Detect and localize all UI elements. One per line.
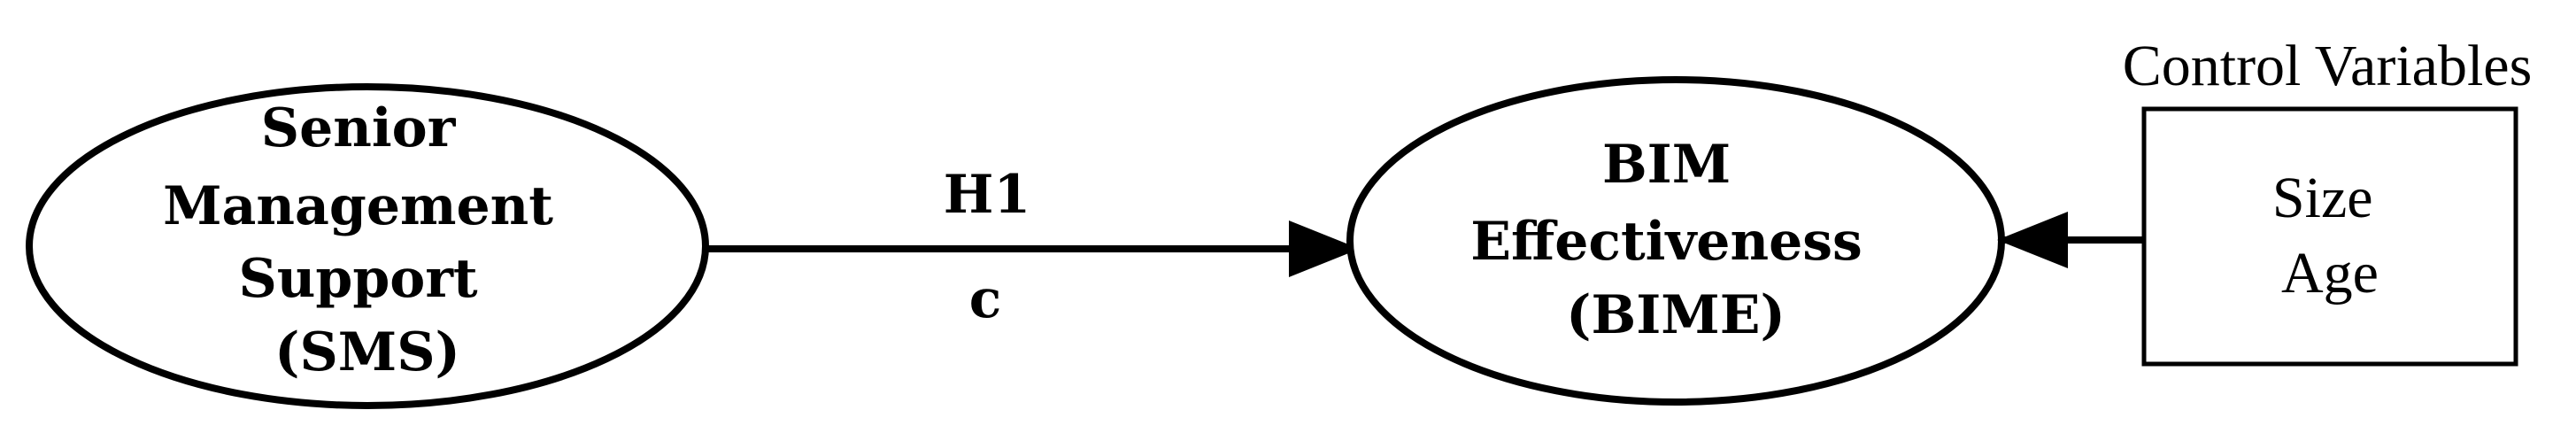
sms-construct: Senior Management Support (SMS) (26, 83, 709, 409)
sms-label-line-2: Management (163, 175, 553, 237)
bime-construct: BIM Effectiveness (BIME) (1346, 76, 2005, 406)
svg-text:Size Age: Size Age (2272, 166, 2387, 306)
h1-label: H1 (944, 164, 1030, 226)
control-item-size: Size (2272, 166, 2373, 230)
bime-label-line-1: BIM (1602, 134, 1731, 196)
sms-label-line-3: Support (238, 248, 477, 310)
bime-label-line-2: Effectiveness (1470, 211, 1863, 273)
bime-label-line-3: (BIME) (1566, 284, 1785, 346)
sms-ellipse (26, 83, 709, 409)
control-variables-title: Control Variables (2123, 34, 2533, 98)
svg-text:Senior Management: Senior Management Support (SMS) (163, 97, 572, 383)
coefficient-c-label: c (969, 268, 1002, 330)
h1-path: H1 c (706, 164, 1360, 330)
sms-label-line-1: Senior (261, 97, 457, 159)
control-item-age: Age (2281, 241, 2379, 306)
control-variables-box (2141, 106, 2518, 367)
control-variables: Control Variables Size Age (1997, 34, 2533, 367)
sms-label-line-4: (SMS) (274, 321, 460, 383)
svg-text:BIM Effectiveness: BIM Effectiveness (BIME) (1470, 134, 1880, 346)
